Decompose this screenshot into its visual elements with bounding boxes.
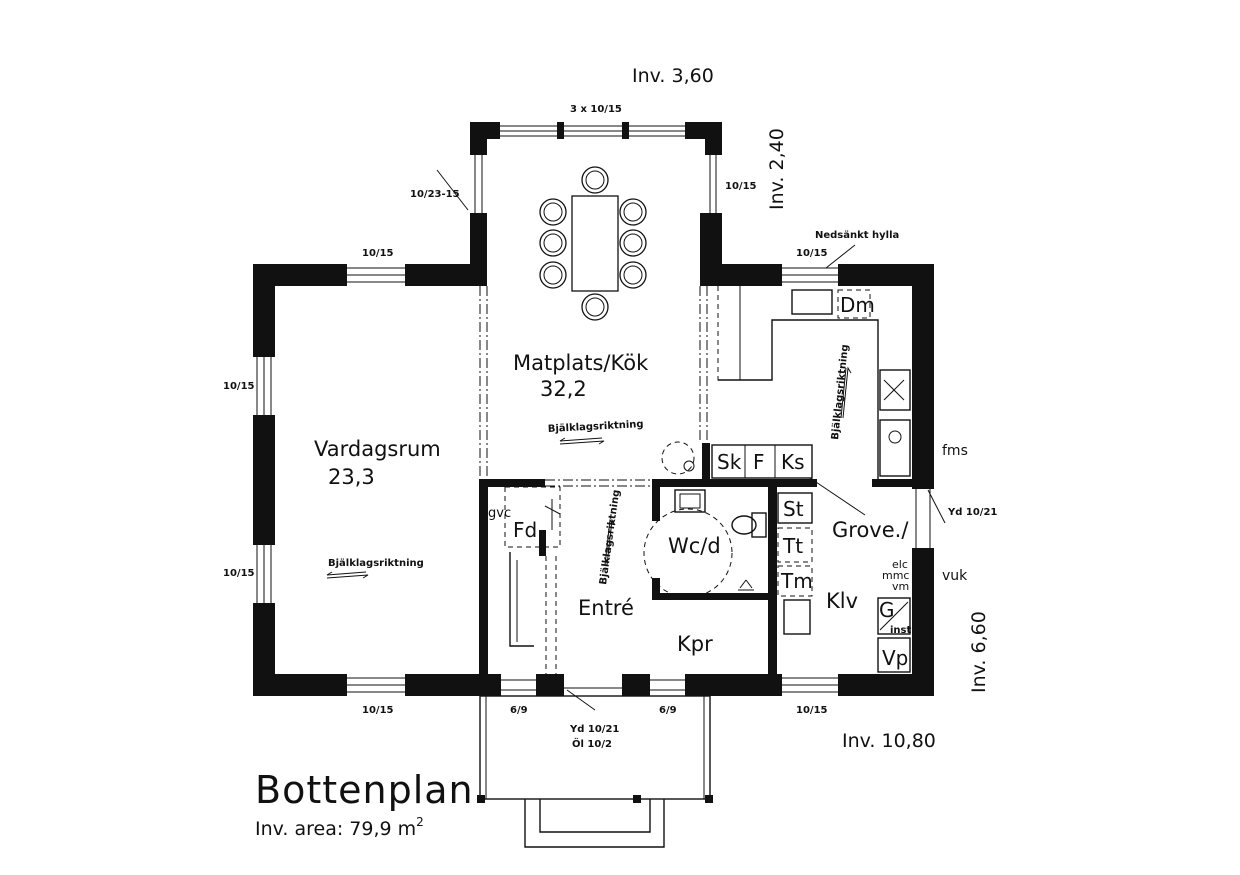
appliance-vp: Vp [882,646,908,670]
vuk-label: vuk [942,568,968,584]
room-area-matplats: 32,2 [540,377,587,401]
room-name-vardagsrum: Vardagsrum [314,437,441,461]
vm-label: vm [892,580,909,593]
joist-label-vardagsrum: Bjälklagsriktning [328,558,424,569]
joist-label-matplats: Bjälklagsriktning [548,419,644,435]
dining-set [539,166,647,321]
window-top-bay: 3 x 10/15 [570,104,622,115]
plan-area-text: Inv. area: 79,9 m [255,818,416,840]
sidelight-right: 6/9 [659,705,677,716]
window-left-upper: 10/15 [223,381,255,392]
window-bottom-left: 10/15 [362,705,394,716]
room-labels: Vardagsrum 23,3 Matplats/Kök 32,2 Wc/d E… [314,351,909,656]
inv-top: Inv. 3,60 [632,65,714,87]
plan-area-sup: 2 [416,815,424,829]
appliance-sk: Sk [717,450,742,474]
chairs [539,166,647,321]
window-kitchen: 10/15 [796,248,828,259]
room-name-kpr: Kpr [677,632,713,656]
room-name-klv: Klv [826,589,858,613]
plan-title: Bottenplan [255,768,474,812]
inv-bottom: Inv. 10,80 [842,730,936,752]
joist-label-kitchen: Bjälklagsriktning [830,344,851,440]
fms-label: fms [942,443,968,459]
inv-dimension-labels: Inv. 3,60 Inv. 2,40 Inv. 6,60 Inv. 10,80 [632,65,990,752]
windows [256,125,931,693]
inv-right-top: Inv. 2,40 [766,128,788,210]
joist-label-entre: Bjälklagsriktning [598,489,622,585]
room-name-grove: Grove./ [832,518,909,542]
side-door-label: Yd 10/21 [947,507,997,518]
appliance-ks: Ks [781,450,805,474]
window-left-lower: 10/15 [223,568,255,579]
title-block: Bottenplan Inv. area: 79,9 m2 [255,768,474,840]
joist-arrows [326,366,852,579]
appliance-tm: Tm [780,569,813,593]
room-name-wc: Wc/d [668,534,721,558]
window-diag-bay: 10/23-15 [410,189,460,200]
appliance-tt: Tt [782,534,803,558]
annotation-labels: Bjälklagsriktning Bjälklagsriktning Bjäl… [223,104,997,750]
elc-label: elc [892,558,908,571]
appliance-dm: Dm [840,293,875,317]
window-bottom-right: 10/15 [796,705,828,716]
window-right-bay: 10/15 [725,181,757,192]
inst-label: inst [890,625,911,636]
porch [477,695,713,848]
shelf-label: Nedsänkt hylla [815,230,899,241]
plan-area: Inv. area: 79,9 m2 [255,815,424,840]
sidelight-left: 6/9 [510,705,528,716]
room-area-vardagsrum: 23,3 [328,465,375,489]
front-door-label: Yd 10/21 [569,724,619,735]
room-name-entre: Entré [578,596,634,620]
room-name-matplats: Matplats/Kök [513,351,649,375]
open-wall-lines [479,286,708,487]
mmc-label: mmc [882,569,909,582]
front-door-label-2: Öl 10/2 [572,736,612,750]
appliance-labels: Dm Sk F Ks St Tt Tm Fd G Vp [513,293,908,670]
exterior-walls [253,122,934,696]
appliance-g: G [879,598,895,622]
window-living-top: 10/15 [362,248,394,259]
interior-walls [479,443,934,679]
appliance-st: St [783,497,804,521]
leader-lines [436,169,946,711]
appliance-fd: Fd [513,518,537,542]
inv-right: Inv. 6,60 [968,611,990,693]
gvc-label: gvc [488,506,511,521]
kitchen-fixtures [711,286,911,479]
entrance-bath-fixtures [504,441,911,674]
appliance-f: F [753,450,765,474]
